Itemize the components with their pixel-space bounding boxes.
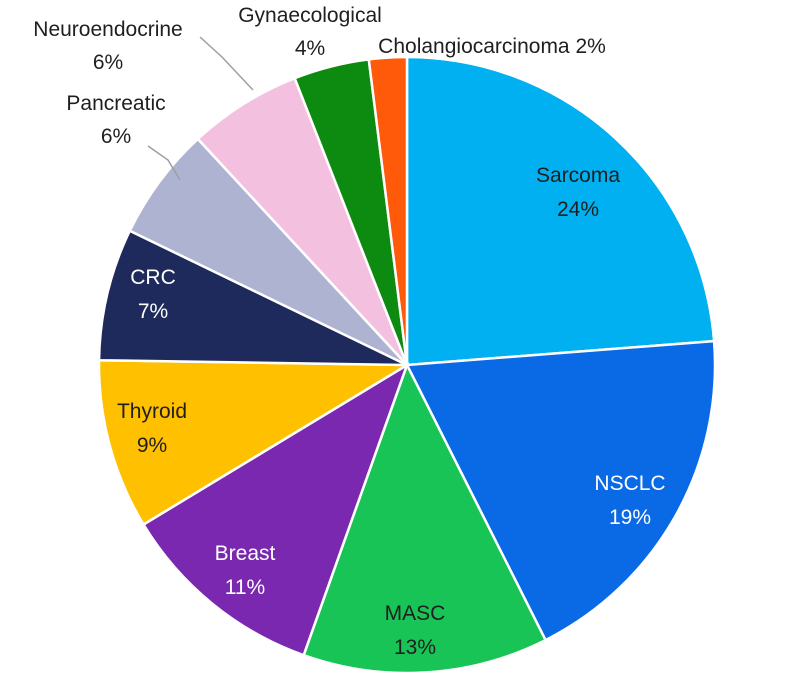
slice-label-cholangiocarcinoma: Cholangiocarcinoma 2% (378, 35, 606, 58)
slice-label-sarcoma: Sarcoma (536, 164, 620, 187)
slice-label-pancreatic: Pancreatic (66, 92, 165, 115)
pie-slice-nsclc (405, 339, 717, 642)
slice-label-breast: Breast (215, 542, 276, 565)
slice-label-masc: MASC (385, 602, 446, 625)
leader-line-neuroendocrine (199, 36, 254, 91)
slice-value-crc: 7% (138, 300, 168, 323)
pie-slice-masc (302, 361, 548, 675)
slice-label-crc: CRC (130, 266, 176, 289)
slice-value-breast: 11% (225, 576, 265, 599)
pie-slice-sarcoma (405, 55, 716, 367)
slice-value-thyroid: 9% (137, 434, 167, 457)
pie-slices (97, 55, 717, 675)
slice-value-sarcoma: 24% (557, 198, 599, 221)
slice-label-nsclc: NSCLC (594, 472, 665, 495)
slice-label-neuroendocrine: Neuroendocrine (33, 18, 182, 41)
pie-labels: Sarcoma 24% NSCLC 19% MASC 13% Breast 11% Thyroi… (33, 4, 665, 659)
slice-label-gynaecological: Gynaecological (238, 4, 382, 27)
pie-slice-breast (141, 362, 410, 657)
slice-value-masc: 13% (394, 636, 436, 659)
pie-slice-crc (97, 229, 408, 367)
slice-value-pancreatic: 6% (101, 125, 131, 148)
pie-slice-thyroid (97, 358, 412, 527)
slice-value-neuroendocrine: 6% (93, 51, 123, 74)
slice-value-gynaecological: 4% (295, 37, 325, 60)
slice-value-nsclc: 19% (609, 506, 651, 529)
slice-label-thyroid: Thyroid (117, 400, 187, 423)
pie-slice-cholangiocarcinoma (367, 55, 409, 366)
leader-line-pancreatic (147, 145, 181, 181)
